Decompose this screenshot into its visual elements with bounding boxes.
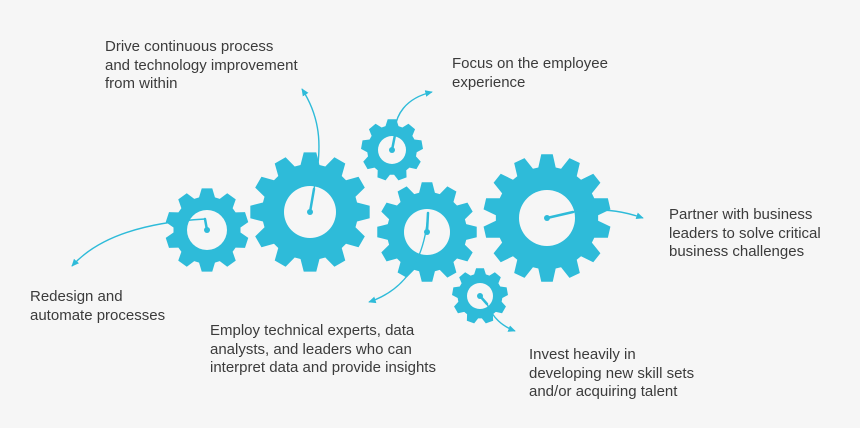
arrow-to-focus (394, 90, 433, 136)
gear-focus-center-dot (389, 147, 395, 153)
gear-drive (250, 152, 370, 272)
gear-invest-center-dot (477, 293, 483, 299)
gear-invest (452, 268, 508, 324)
gear-drive-center-dot (307, 209, 313, 215)
arrow-to-employ (368, 212, 429, 304)
arrow-to-invest (486, 303, 516, 332)
label-partner-business: Partner with business leaders to solve c… (669, 206, 821, 260)
gear-employ (377, 182, 477, 282)
label-redesign-automate: Redesign and automate processes (30, 288, 166, 324)
gear-redesign (165, 188, 249, 272)
label-employee-experience: Focus on the employee experience (452, 55, 608, 91)
gear-focus (361, 119, 423, 181)
label-invest-talent: Invest heavily in developing new skill s… (529, 346, 695, 400)
label-employ-experts: Employ technical experts, data analysts,… (210, 322, 436, 376)
gear-redesign-center-dot (204, 227, 210, 233)
gear-drive-hand (308, 187, 316, 214)
gear-partner-center-dot (544, 215, 550, 221)
gear-partner-hand (545, 210, 575, 220)
label-drive-improvement: Drive continuous process and technology … (105, 38, 298, 92)
arrow-to-drive (301, 88, 320, 190)
arrow-to-redesign (71, 218, 206, 267)
arrow-to-partner (572, 209, 644, 219)
gear-partner (483, 154, 611, 282)
